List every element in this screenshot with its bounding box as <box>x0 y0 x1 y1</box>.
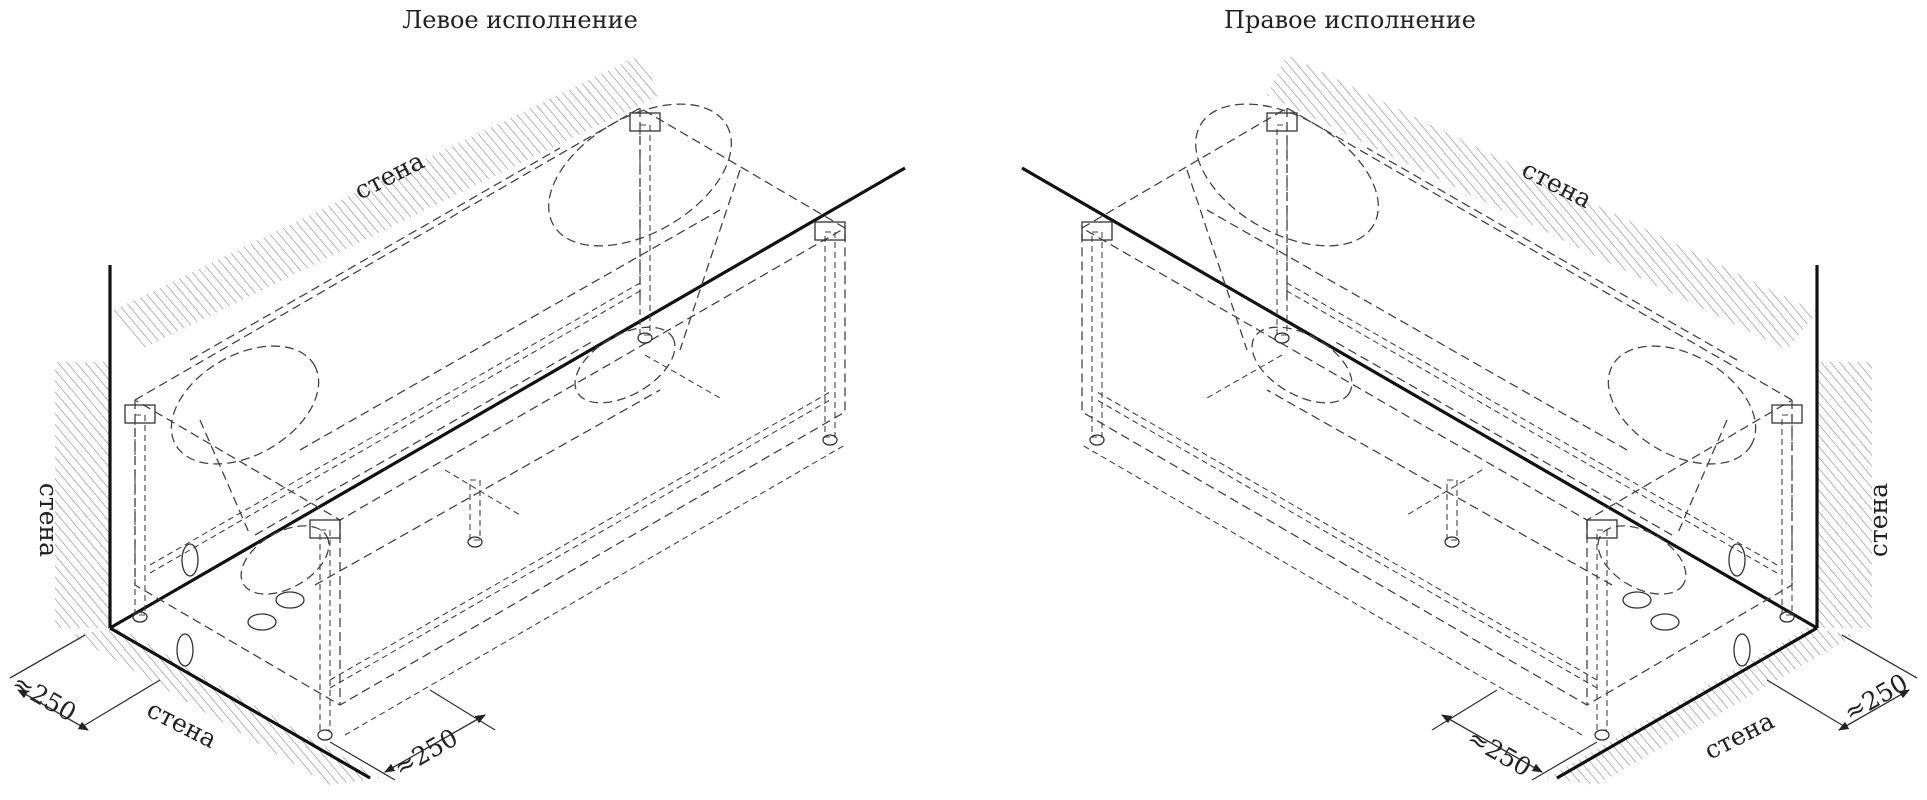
side-wall-label: стена <box>34 483 63 557</box>
overflow-fitting <box>1728 543 1746 577</box>
frame-rail <box>1096 399 1598 689</box>
bottom-edge-front <box>1266 389 1613 586</box>
dimension-left-value: ≈250 <box>7 668 81 727</box>
side-wall-label: стена <box>1864 483 1893 557</box>
left-version-title: Левое исполнение <box>402 6 638 34</box>
back-wall-hatching <box>110 55 660 350</box>
support-leg <box>309 519 341 741</box>
support-leg <box>629 112 661 344</box>
bottom-edge-back <box>1331 339 1673 536</box>
dimension-extension-line <box>429 689 496 731</box>
support-leg <box>467 479 483 548</box>
bottom-end-left <box>1251 326 1353 404</box>
basin-wall-line <box>199 419 251 536</box>
dimension-arrow <box>384 714 486 773</box>
bottom-edge-front <box>314 389 661 586</box>
support-leg <box>1444 479 1460 548</box>
floor-wall-line <box>109 626 371 780</box>
dimension-extension-line <box>1841 634 1918 679</box>
drain-hole <box>1650 613 1680 631</box>
basin-end-left <box>1195 103 1379 247</box>
frame-rail <box>1286 282 1778 566</box>
basin-edge-back <box>189 147 561 361</box>
drain-hole <box>1622 591 1652 609</box>
dimension-extension-line <box>79 679 161 729</box>
drain-fitting <box>176 633 194 667</box>
frame-crossbar <box>1406 469 1483 516</box>
side-wall-hatching <box>55 362 110 628</box>
frame-rail <box>149 282 641 566</box>
floor-wall-line <box>1556 626 1818 780</box>
support-leg <box>1081 221 1113 446</box>
basin-edge-back <box>1366 147 1738 361</box>
right-version-drawing: Правое исполнение <box>1021 6 1918 785</box>
basin-wall-line <box>679 169 741 351</box>
frame-crossbar <box>1206 354 1283 399</box>
dimension-extension-line <box>1766 679 1848 729</box>
frame-rail <box>1286 290 1778 574</box>
overflow-fitting <box>181 543 199 577</box>
frame-rail <box>329 399 831 689</box>
drain-hole <box>247 613 277 631</box>
dimension-arrow <box>1441 714 1543 773</box>
bottom-edge-back <box>254 339 596 536</box>
side-wall-hatching <box>1817 362 1872 628</box>
basin-edge-front <box>299 209 721 451</box>
dimension-extension-line <box>1531 741 1598 781</box>
support-leg <box>814 221 846 446</box>
basin-wall-line <box>1676 419 1728 536</box>
dimension-arrow <box>1838 689 1910 731</box>
basin-wall-line <box>1186 169 1248 351</box>
floor-projection-line <box>1081 444 1583 736</box>
dimension-right-value: ≈250 <box>1839 668 1913 727</box>
dimension-front-value: ≈250 <box>389 723 463 782</box>
dimension-extension-line <box>9 634 86 679</box>
support-leg <box>1771 404 1803 623</box>
basin-end-left <box>170 345 320 465</box>
basin-end-right <box>548 103 732 247</box>
right-version-title: Правое исполнение <box>1224 6 1476 34</box>
frame-crossbar <box>444 469 521 516</box>
dimension-extension-line <box>1431 689 1498 731</box>
support-leg <box>124 404 156 623</box>
frame-rail <box>329 391 831 681</box>
floor-wall-hatching <box>1547 628 1855 785</box>
basin-end-right <box>1607 345 1757 465</box>
back-wall-hatching <box>1267 55 1817 350</box>
support-leg <box>1266 112 1298 344</box>
basin-edge-front <box>1206 209 1628 451</box>
frame-rail <box>149 290 641 574</box>
drain-fitting <box>1733 633 1751 667</box>
support-leg <box>1586 519 1618 741</box>
front-edge-line <box>1021 166 1818 630</box>
drain-hole <box>275 591 305 609</box>
floor-projection-line <box>344 444 846 736</box>
bottom-end-right <box>574 326 676 404</box>
dimension-front-value: ≈250 <box>1462 723 1536 782</box>
left-version-drawing: Левое исполнение <box>7 6 906 785</box>
dimension-extension-line <box>329 741 396 781</box>
frame-rail <box>1096 391 1598 681</box>
bottom-end-left <box>240 525 330 595</box>
front-edge-line <box>109 166 906 630</box>
frame-crossbar <box>644 354 721 399</box>
bottom-end-right <box>1597 525 1687 595</box>
dimension-arrow <box>17 689 89 731</box>
floor-wall-hatching <box>72 628 380 785</box>
